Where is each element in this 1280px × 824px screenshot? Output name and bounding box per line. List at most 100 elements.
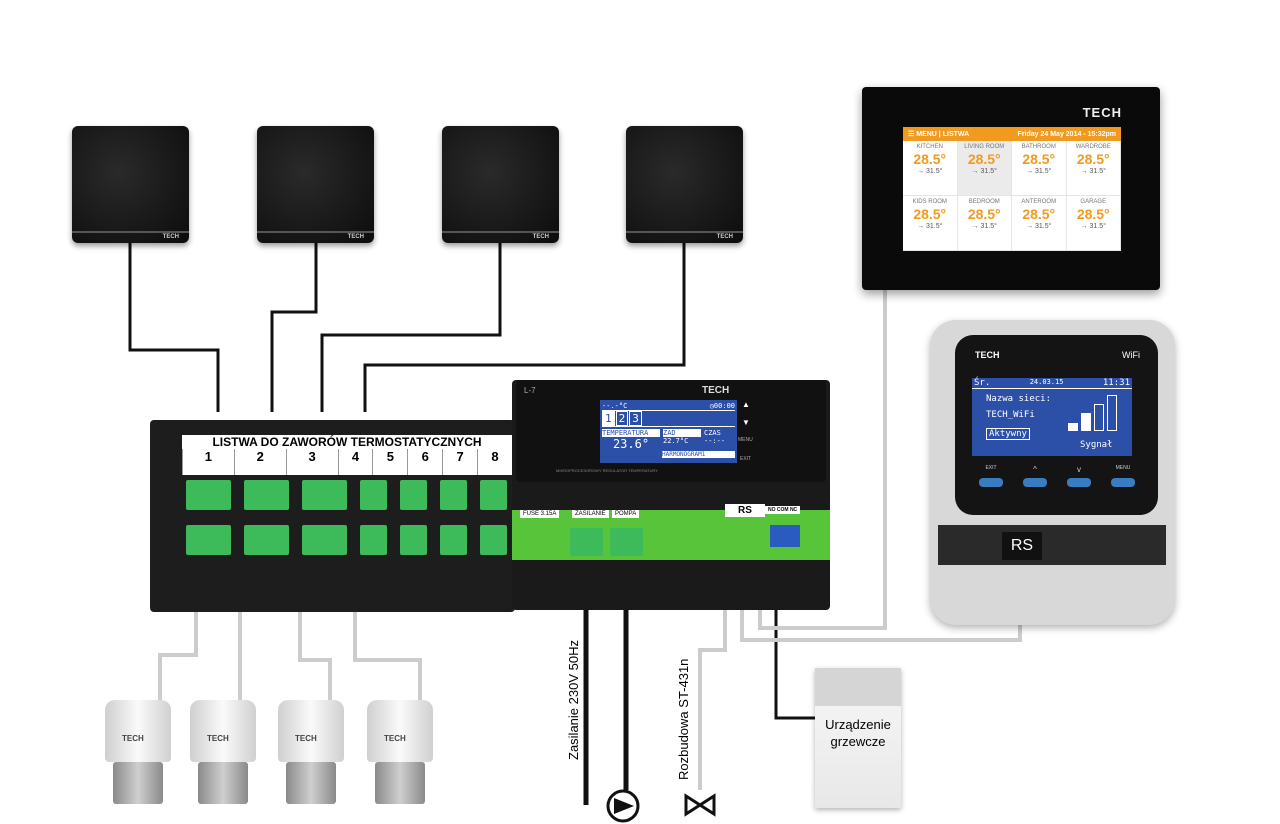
room-setpoint: → 31.5° xyxy=(971,168,997,175)
terminal-block xyxy=(400,480,427,510)
zone-tab-3: 3 xyxy=(629,411,642,426)
wire-thermostat-1 xyxy=(128,242,220,412)
pump-terminal xyxy=(610,528,643,556)
room-setpoint: → 31.5° xyxy=(1026,168,1052,175)
exit-button[interactable]: EXIT xyxy=(740,456,752,462)
relay-terminal xyxy=(770,525,800,547)
clock: 00:00 xyxy=(713,402,735,410)
zone-number: 6 xyxy=(421,449,429,464)
terminal-block xyxy=(480,525,507,555)
zone-5: 5 xyxy=(372,449,407,475)
wire-thermostat-2 xyxy=(270,242,318,412)
down-icon[interactable]: ▼ xyxy=(742,418,750,427)
room-name: GARAGE xyxy=(1080,199,1107,205)
actuator-logo: TECH xyxy=(122,734,144,743)
set-value: 22.7°C xyxy=(663,437,689,445)
pump-arrow-icon xyxy=(614,798,634,814)
datetime: Friday 24 May 2014 - 15:32pm xyxy=(1017,130,1116,138)
strip-title: LISTWA DO ZAWORÓW TERMOSTATYCZNYCH xyxy=(212,435,482,449)
controller-logo: TECH xyxy=(702,385,730,396)
zone-8: 8 xyxy=(477,449,512,475)
down-button[interactable] xyxy=(1067,478,1091,487)
date: 24.03.15 xyxy=(1029,378,1064,386)
room-temp: 28.5° xyxy=(913,206,947,222)
thermal-actuator-3: TECH xyxy=(278,700,344,806)
heater-label: Urządzenie grzewcze xyxy=(825,717,891,749)
zone-2: 2 xyxy=(233,449,286,475)
thermal-actuator-1: TECH xyxy=(105,700,171,806)
actuator-logo: TECH xyxy=(295,734,317,743)
room-temp: 28.5° xyxy=(967,151,1001,167)
room-setpoint: → 31.5° xyxy=(1080,168,1106,175)
thermostat-logo: TECH xyxy=(347,234,364,240)
up-icon[interactable]: ▲ xyxy=(742,400,750,409)
zone-number: 2 xyxy=(256,449,264,464)
menu-button[interactable] xyxy=(1111,478,1135,487)
zone-tab-2: 2 xyxy=(615,411,629,426)
wire-heater xyxy=(774,570,815,720)
zone-7: 7 xyxy=(442,449,477,475)
thermal-actuator-4: TECH xyxy=(367,700,433,806)
touch-control-panel: TECH ☰ MENU | LISTWA Friday 24 May 2014 … xyxy=(862,87,1160,290)
terminal-block xyxy=(360,525,387,555)
menu-button[interactable]: MENU xyxy=(916,131,937,138)
room-thermostat-4: TECH xyxy=(626,126,743,243)
thermostat-logo: TECH xyxy=(716,234,733,240)
up-button[interactable] xyxy=(1023,478,1047,487)
wire-thermostat-4 xyxy=(363,242,686,412)
model-label: L-7 xyxy=(524,386,536,395)
terminal-block xyxy=(302,480,347,510)
valve-icon xyxy=(684,793,716,817)
thermostat-logo: TECH xyxy=(162,234,179,240)
wifi-rs-port: RS xyxy=(1002,532,1042,560)
up-label: ^ xyxy=(1033,465,1037,474)
thermal-actuator-2: TECH xyxy=(190,700,256,806)
room-name: BEDROOM xyxy=(968,199,1000,205)
room-name: BATHROOM xyxy=(1021,144,1056,150)
power-label: Zasilanie 230V 50Hz xyxy=(566,640,581,760)
room-name: KIDS ROOM xyxy=(912,199,947,205)
pump-terminal-label: POMPA xyxy=(612,510,640,518)
outdoor-temp: --.-°C xyxy=(602,402,628,410)
temp-value: 23.6° xyxy=(612,437,650,451)
power-terminal xyxy=(570,528,603,556)
terminal-block xyxy=(480,480,507,510)
terminal-block xyxy=(440,480,467,510)
down-label: v xyxy=(1077,465,1081,474)
clock-icon: ◷ xyxy=(709,402,714,410)
zone-number: 5 xyxy=(386,449,394,464)
menu-button[interactable]: MENU xyxy=(738,437,753,443)
menu-icon[interactable]: ☰ xyxy=(908,131,917,138)
day: Śr. xyxy=(974,378,991,388)
menu-label: MENU xyxy=(1115,465,1131,471)
signal-label: Sygnał xyxy=(1080,440,1113,450)
terminal-block xyxy=(186,525,231,555)
set-label: ZAD xyxy=(663,429,701,437)
terminal-block xyxy=(440,525,467,555)
room-setpoint: → 31.5° xyxy=(1080,223,1106,230)
wifi-connector-bay xyxy=(938,525,1166,565)
heating-device: Urządzenie grzewcze xyxy=(815,668,901,808)
time-label: CZAS xyxy=(704,429,721,437)
terminal-block xyxy=(244,525,289,555)
exit-button[interactable] xyxy=(979,478,1003,487)
zone-4: 4 xyxy=(337,449,373,475)
terminal-block xyxy=(400,525,427,555)
zone-tab-1: 1 xyxy=(602,411,615,426)
network-label: Nazwa sieci: xyxy=(986,394,1052,404)
network-name: TECH_WiFi xyxy=(986,410,1035,420)
